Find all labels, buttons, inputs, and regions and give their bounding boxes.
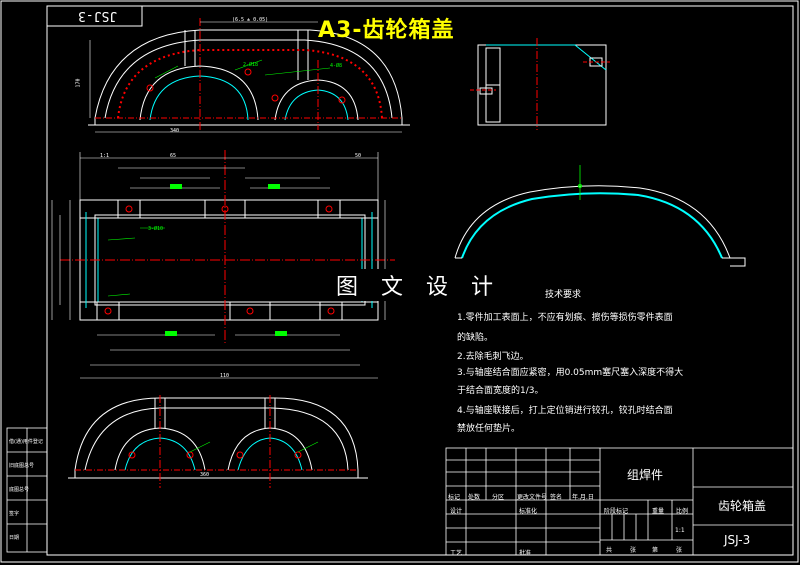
- dim-top-span: 340: [170, 128, 180, 134]
- title-block-part-name: 齿轮箱盖: [718, 499, 767, 513]
- requirement-line: 4.与轴座联接后，打上定位销进行铰孔，铰孔时结合面: [457, 406, 673, 416]
- title-block-drawing-no: JSJ-3: [724, 533, 751, 547]
- left-strip-label: 签字: [9, 511, 20, 517]
- requirement-line: 3.与轴座结合面应紧密，用0.05mm塞尺塞入深度不得大: [457, 368, 684, 378]
- left-strip-label: 旧底图总号: [9, 463, 35, 469]
- left-registration-strip: [6, 427, 48, 553]
- tb-row-label: 分区: [492, 494, 505, 501]
- requirement-line: 1.零件加工表面上，不应有划痕、擦伤等损伤零件表面: [457, 313, 673, 323]
- section-view-arc: [454, 165, 746, 267]
- sheet-inner-border: [46, 5, 794, 556]
- tb-sheet-label: 张: [676, 547, 683, 554]
- side-view: [470, 38, 610, 130]
- title-block-assembly: 组焊件: [627, 468, 664, 482]
- tb-sheet-label: 共: [606, 547, 613, 554]
- left-strip-label: 借(通)用件登记: [9, 439, 43, 445]
- bottom-view: [68, 395, 368, 488]
- tb-sheet-label: 第: [652, 547, 659, 554]
- tb-stage-label: 重量: [652, 508, 665, 515]
- tb-row-label: 年.月.日: [572, 494, 594, 501]
- tb-side-label: 设计: [450, 508, 463, 515]
- requirement-line: 的缺陷。: [457, 333, 494, 343]
- tb-side-label: 标准化: [519, 508, 538, 515]
- dim-mid-b: 50: [355, 153, 362, 159]
- tb-row-label: 签名: [550, 494, 563, 501]
- requirement-line: 禁放任何垫片。: [457, 424, 521, 434]
- drawing-title: A3-齿轮箱盖: [318, 18, 455, 43]
- tb-row-label: 标记: [448, 494, 461, 501]
- dim-mid-a: 65: [170, 153, 177, 159]
- tb-side-label: 工艺: [450, 550, 463, 557]
- watermark-text: 图 文 设 计: [332, 269, 505, 301]
- dim-mid-left: 1:1: [100, 153, 110, 159]
- tb-stage-label: 比例: [676, 508, 689, 515]
- tb-row-label: 处数: [468, 494, 481, 501]
- dim-top-left: 170: [75, 78, 82, 88]
- title-block-grid: [445, 447, 794, 556]
- requirement-line: 于结合面宽度的1/3。: [457, 386, 544, 396]
- corner-code-box: [46, 5, 143, 27]
- title-block-scale: 1:1: [675, 527, 685, 534]
- corner-drawing-code: JSJ-3: [78, 8, 118, 23]
- front-view-top: [88, 18, 410, 133]
- dim-weld-label-3: 3-Ø10: [148, 226, 164, 232]
- dim-bottom-width: 360: [200, 472, 210, 478]
- left-strip-label: 底图总号: [9, 487, 30, 493]
- dim-mid-total: 110: [220, 373, 230, 379]
- tb-row-label: 更改文件号: [517, 494, 548, 501]
- dim-weld-label-1: 2-Ø18: [243, 62, 259, 68]
- requirements-title: 技术要求: [545, 290, 582, 300]
- dim-weld-label-2: 4-Ø8: [330, 63, 343, 69]
- tb-sheet-label: 张: [630, 547, 637, 554]
- tb-stage-label: 阶段标记: [604, 508, 629, 515]
- tb-side-label: 批准: [519, 550, 532, 557]
- plan-view: [51, 150, 395, 379]
- left-strip-label: 日期: [9, 535, 20, 541]
- dim-top-width: (6.5 ± 0.05): [232, 17, 269, 23]
- requirement-line: 2.去除毛刺飞边。: [457, 352, 529, 362]
